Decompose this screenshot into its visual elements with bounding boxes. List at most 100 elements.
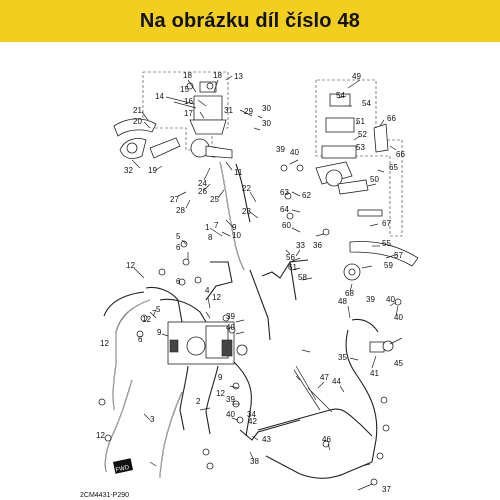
- callout-49: 49: [352, 72, 361, 81]
- callout-18: 18: [183, 71, 192, 80]
- callout-34: 34: [247, 410, 256, 419]
- callout-23: 23: [242, 207, 251, 216]
- callout-30: 30: [262, 119, 271, 128]
- left-brake-hose: [219, 161, 251, 271]
- callout-17: 17: [184, 109, 193, 118]
- lower-middle-hose: [159, 391, 183, 479]
- callout-12: 12: [126, 261, 135, 270]
- rear-brake-switch: [369, 340, 394, 353]
- lower-left-hose: [104, 379, 133, 473]
- bolts: [98, 82, 402, 486]
- callout-11: 11: [234, 168, 243, 177]
- callout-40: 40: [226, 323, 235, 332]
- callout-37: 37: [382, 485, 391, 494]
- callout-21: 21: [133, 106, 142, 115]
- callout-8: 8: [208, 233, 213, 242]
- leader-lines: [131, 75, 403, 491]
- brake-pipes: [145, 259, 309, 441]
- callout-3: 3: [150, 415, 155, 424]
- callout-22: 22: [242, 184, 251, 193]
- callout-40: 40: [394, 313, 403, 322]
- callout-14: 14: [155, 92, 164, 101]
- callout-39: 39: [366, 295, 375, 304]
- master-cylinder-left-group-box: [142, 71, 229, 151]
- callout-19: 19: [148, 166, 157, 175]
- callout-18: 18: [213, 71, 222, 80]
- callout-20: 20: [133, 117, 142, 126]
- callout-43: 43: [262, 435, 271, 444]
- callout-62: 62: [302, 191, 311, 200]
- callout-27: 27: [170, 195, 179, 204]
- callout-66: 66: [396, 150, 405, 159]
- callout-67: 67: [382, 219, 391, 228]
- diagram-code: 2CM4431-P290: [80, 492, 129, 499]
- callout-26: 26: [198, 187, 207, 196]
- callout-15: 15: [180, 85, 189, 94]
- right-brake-lever: [343, 241, 419, 281]
- callout-25: 25: [210, 195, 219, 204]
- callout-5: 5: [156, 305, 161, 314]
- callout-40: 40: [226, 410, 235, 419]
- callout-41: 41: [370, 369, 379, 378]
- abs-hydraulic-unit: [167, 321, 248, 365]
- callout-6: 6: [138, 335, 143, 344]
- callout-53: 53: [356, 143, 365, 152]
- callout-29: 29: [244, 107, 253, 116]
- left-master-cylinder: [189, 81, 233, 159]
- callout-45: 45: [394, 359, 403, 368]
- callout-58: 58: [298, 273, 307, 282]
- callout-9: 9: [157, 328, 162, 337]
- callout-5: 5: [176, 232, 181, 241]
- switch-right: [373, 123, 389, 153]
- callout-51: 51: [356, 117, 365, 126]
- callout-24: 24: [198, 179, 207, 188]
- callout-30: 30: [262, 104, 271, 113]
- callout-12: 12: [142, 315, 151, 324]
- title-banner: Na obrázku díl číslo 48: [0, 0, 500, 42]
- callout-47: 47: [320, 373, 329, 382]
- callout-7: 7: [214, 221, 219, 230]
- callout-9: 9: [232, 223, 237, 232]
- fwd-arrow: FWD: [112, 458, 134, 474]
- callout-63: 63: [280, 188, 289, 197]
- sensor-rod: [293, 365, 333, 413]
- callout-40: 40: [386, 295, 395, 304]
- callout-12: 12: [212, 293, 221, 302]
- callout-12: 12: [96, 431, 105, 440]
- callout-2: 2: [196, 397, 201, 406]
- callout-46: 46: [322, 435, 331, 444]
- callout-48: 48: [338, 297, 347, 306]
- callout-65: 65: [389, 163, 398, 172]
- callout-60: 60: [282, 221, 291, 230]
- callout-44: 44: [332, 377, 341, 386]
- callout-9: 9: [218, 373, 223, 382]
- callout-12: 12: [100, 339, 109, 348]
- right-master-cylinder: [315, 93, 383, 217]
- callout-4: 4: [205, 286, 210, 295]
- callout-39: 39: [226, 312, 235, 321]
- callout-64: 64: [280, 205, 289, 214]
- callout-35: 35: [338, 353, 347, 362]
- callout-55: 55: [382, 239, 391, 248]
- callout-16: 16: [184, 97, 193, 106]
- callout-61: 61: [288, 263, 297, 272]
- callout-39: 39: [276, 145, 285, 154]
- callout-32: 32: [124, 166, 133, 175]
- callout-6: 6: [176, 243, 181, 252]
- rear-hose: [345, 318, 379, 463]
- callout-40: 40: [290, 148, 299, 157]
- callout-54: 54: [362, 99, 371, 108]
- callout-68: 68: [345, 289, 354, 298]
- callout-12: 12: [216, 389, 225, 398]
- callout-54: 54: [336, 91, 345, 100]
- callout-10: 10: [232, 231, 241, 240]
- callout-28: 28: [176, 206, 185, 215]
- callout-52: 52: [358, 130, 367, 139]
- callout-13: 13: [234, 72, 243, 81]
- callout-33: 33: [296, 241, 305, 250]
- rear-brake-line: [257, 408, 373, 479]
- fwd-label: FWD: [115, 465, 130, 474]
- callout-57: 57: [394, 251, 403, 260]
- callout-50: 50: [370, 175, 379, 184]
